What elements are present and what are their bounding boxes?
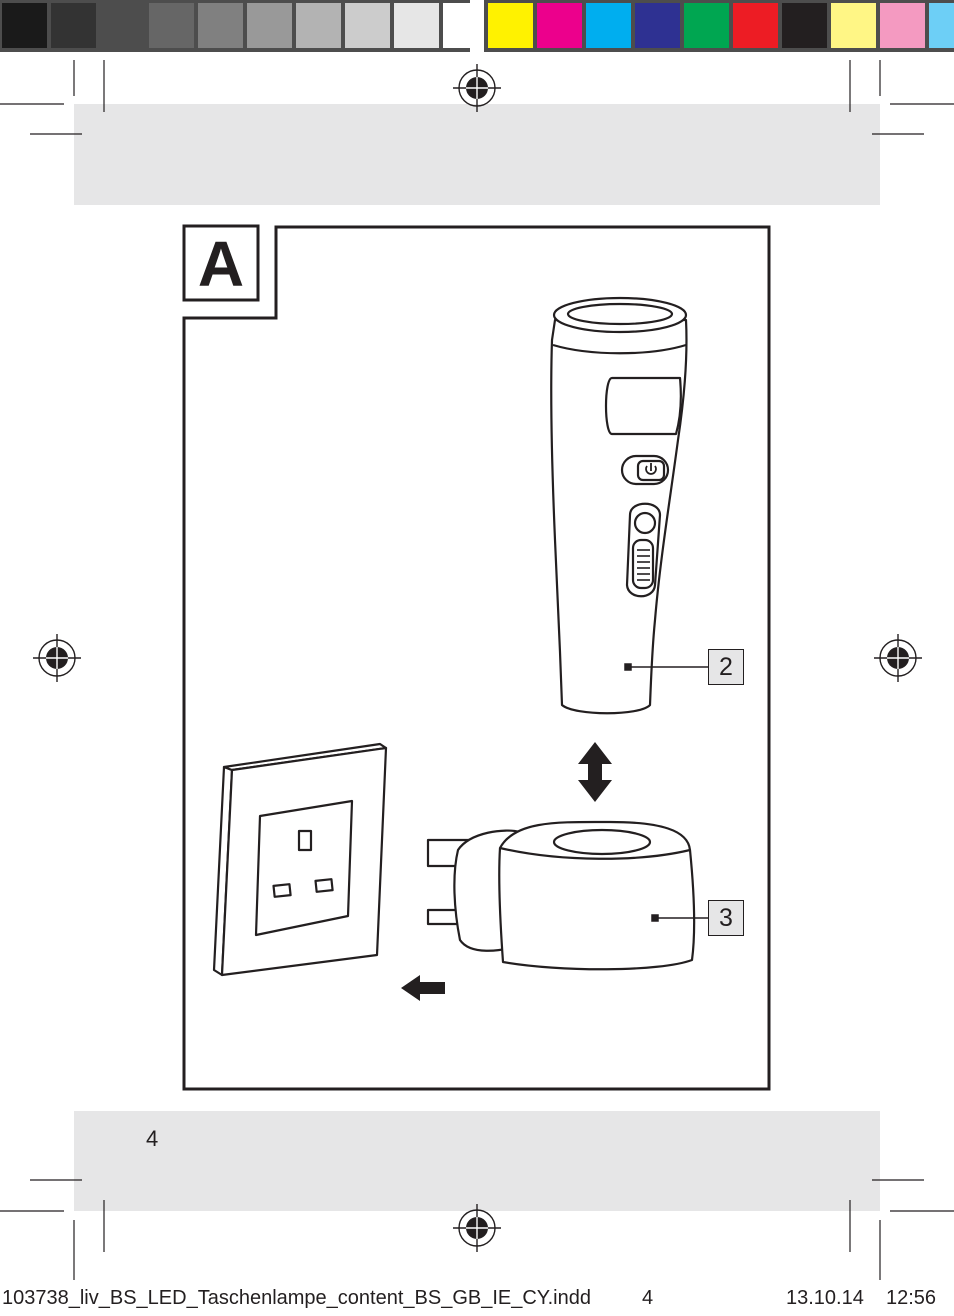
left-arrow-icon	[401, 975, 445, 1001]
power-icon	[645, 463, 657, 475]
callout-flashlight: 2	[708, 649, 744, 685]
gray-swatch	[2, 3, 47, 48]
charging-adapter	[426, 820, 696, 971]
slug-date: 13.10.14	[786, 1287, 864, 1309]
flashlight-lens	[566, 302, 674, 326]
socket-live-slot	[272, 883, 292, 898]
process-swatch	[782, 3, 827, 48]
process-swatch	[635, 3, 680, 48]
page-number: 4	[146, 1126, 159, 1151]
gray-swatch	[100, 3, 145, 48]
gray-swatch	[198, 3, 243, 48]
process-swatch	[537, 3, 582, 48]
process-swatch	[488, 3, 533, 48]
double-arrow-icon	[578, 742, 612, 802]
slide-switch	[631, 538, 655, 590]
process-swatch	[929, 3, 954, 48]
slug-time: 12:56	[886, 1287, 937, 1309]
adapter-cradle-opening	[552, 828, 652, 856]
slug-filename: 103738_liv_BS_LED_Taschenlampe_content_B…	[2, 1287, 591, 1309]
socket-face	[254, 799, 354, 937]
process-swatch	[586, 3, 631, 48]
process-swatch	[733, 3, 778, 48]
process-swatch	[880, 3, 925, 48]
slug-page: 4	[642, 1287, 654, 1309]
callout-leaders	[624, 663, 708, 922]
process-swatch	[684, 3, 729, 48]
switch-ridges	[637, 549, 650, 581]
adapter-top-edge	[499, 846, 691, 860]
figure-letter-box	[182, 224, 260, 302]
gray-swatch	[247, 3, 292, 48]
callout-adapter: 3	[708, 900, 744, 936]
socket-neutral-slot	[314, 878, 334, 893]
gray-swatch	[296, 3, 341, 48]
flashlight-bezel-ring	[552, 343, 687, 355]
gray-swatch-strip	[0, 0, 488, 52]
gray-swatch	[345, 3, 390, 48]
figure-letter: A	[197, 228, 245, 300]
gray-swatch	[149, 3, 194, 48]
socket-earth-slot	[297, 829, 313, 852]
wall-socket	[212, 742, 388, 977]
flashlight	[550, 296, 688, 715]
process-swatch	[831, 3, 876, 48]
adapter-housing	[498, 820, 696, 971]
top-gray-band	[74, 104, 880, 205]
gray-swatch	[51, 3, 96, 48]
switch-indicator-dot	[633, 511, 657, 535]
process-swatch-strip	[484, 0, 954, 52]
printer-color-bar	[0, 0, 954, 52]
bottom-gray-band	[74, 1111, 880, 1211]
flashlight-grip-panel	[604, 376, 682, 436]
gray-swatch	[394, 3, 439, 48]
gray-swatch	[443, 3, 488, 48]
